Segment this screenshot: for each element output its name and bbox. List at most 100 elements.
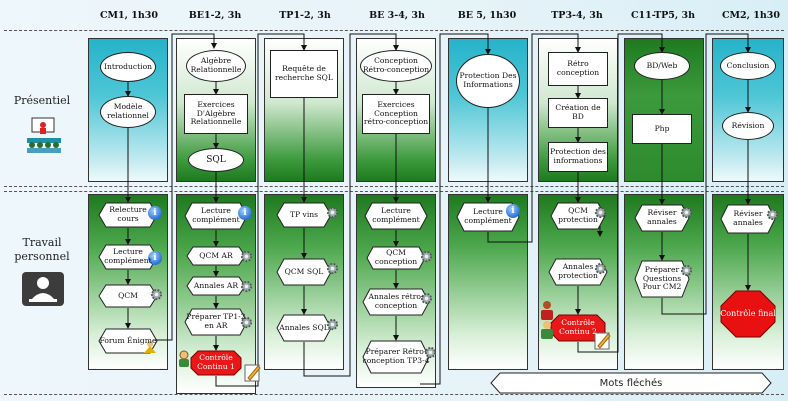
gear-icon	[420, 292, 433, 305]
gear-icon	[240, 250, 253, 263]
node-bd-web: BD/Web	[634, 52, 690, 80]
gear-icon	[420, 250, 433, 263]
node-conclusion: Conclusion	[720, 52, 776, 80]
node-exercices-conception: Exercices Conception rétro-conception	[362, 94, 430, 134]
node-lecture-complement: Lecture complément	[364, 202, 428, 230]
node-creation-bd: Création de BD	[548, 98, 608, 128]
node-qcm-sql: QCM SQL	[276, 258, 332, 286]
node-label: QCM SQL	[284, 266, 324, 276]
node-relecture-cours: Relecture cours	[98, 202, 158, 228]
node-protection-informations: Protection Des Informations	[456, 54, 520, 108]
row-label-travail: Travail personnel	[14, 236, 70, 263]
node-controle-continu-1: Contrôle Continu 1	[190, 350, 242, 376]
column-title: BE1-2, 3h	[188, 10, 242, 21]
node-qcm-ar: QCM AR	[186, 246, 246, 266]
node-preparer-tp12: Préparer TP1-2 en AR	[184, 308, 248, 336]
column-title: C11-TP5, 3h	[630, 10, 696, 21]
node-label: QCM conception	[374, 248, 418, 266]
node-requete-sql: Requête de recherche SQL	[270, 50, 338, 98]
node-label: Annales AR	[193, 280, 239, 290]
node-annales-ar: Annales AR	[186, 276, 246, 296]
people-icon	[144, 341, 156, 353]
column-title: BE 5, 1h30	[457, 10, 517, 21]
node-php: Php	[632, 114, 692, 144]
info-icon[interactable]: i	[148, 206, 162, 220]
gear-icon	[766, 208, 779, 221]
gear-icon	[326, 262, 339, 275]
node-label: Contrôle Continu 2	[559, 318, 597, 336]
row-divider	[4, 30, 784, 31]
mots-fleches-banner[interactable]: Mots fléchés	[490, 372, 772, 394]
pencil-icon	[244, 364, 261, 382]
banner-label: Mots fléchés	[599, 377, 663, 389]
node-label: Forum Énigme	[99, 335, 157, 345]
node-label: Annales SQL	[279, 322, 329, 332]
node-label: Contrôle Continu 1	[197, 353, 235, 371]
node-introduction: Introduction	[100, 52, 156, 82]
gear-icon	[326, 318, 339, 331]
column-title: CM2, 1h30	[721, 10, 781, 21]
node-retro-conception: Rétro conception	[548, 52, 608, 86]
gear-icon	[326, 206, 339, 219]
gear-icon	[240, 280, 253, 293]
node-label: Préparer Rétro-conception TP3-4	[362, 347, 430, 365]
gear-icon	[594, 206, 607, 219]
teacher-classroom-icon	[24, 116, 64, 154]
node-lecture-complement: Lecture complément	[456, 202, 520, 232]
node-reviser-annales: Réviser annales	[720, 204, 776, 234]
node-label: QCM	[118, 290, 138, 300]
node-exercices-algebre: Exercices D'Algèbre Relationnelle	[184, 94, 248, 134]
column-title: CM1, 1h30	[99, 10, 159, 21]
node-protection-des-informations: Protection des informations	[548, 142, 608, 172]
node-annales-sql: Annales SQL	[276, 314, 332, 342]
node-conception: Conception Rétro-conception	[360, 50, 432, 82]
gear-icon	[680, 264, 693, 277]
info-icon[interactable]: i	[238, 206, 252, 220]
node-tp-vins: TP vins	[276, 202, 332, 228]
node-label: Lecture complément	[192, 206, 240, 224]
node-label: Lecture complément	[372, 206, 420, 224]
info-icon[interactable]: i	[148, 251, 162, 265]
node-algebre-relationnelle: Algèbre Relationnelle	[186, 50, 246, 82]
row-label-presentiel: Présentiel	[13, 94, 71, 107]
node-label: Annales protection	[558, 262, 598, 280]
node-annales-protection: Annales protection	[548, 258, 608, 286]
info-icon[interactable]: i	[506, 204, 520, 218]
people-icon	[541, 301, 553, 339]
node-label: Préparer Questions Pour CM2	[642, 264, 682, 292]
node-label: QCM protection	[558, 206, 598, 224]
student-computer-icon	[22, 272, 64, 306]
node-reviser-annales: Réviser annales	[634, 204, 690, 232]
node-label: Relecture cours	[109, 205, 147, 223]
people-icon	[179, 350, 189, 367]
banner-shape	[490, 372, 772, 394]
row-divider	[4, 191, 784, 192]
row-divider	[4, 186, 784, 187]
node-annales-retro-conception: Annales rétro-conception	[362, 288, 430, 316]
node-label: Réviser annales	[733, 209, 763, 227]
node-qcm-conception: QCM conception	[366, 246, 426, 270]
gear-icon	[150, 288, 163, 301]
node-label: Lecture complément	[464, 207, 512, 225]
node-controle-final: Contrôle final	[720, 290, 776, 338]
node-qcm-protection: QCM protection	[550, 202, 606, 230]
node-label: Préparer TP1-2 en AR	[186, 312, 246, 330]
row-divider	[4, 394, 784, 395]
pencil-icon	[594, 332, 611, 350]
node-modele-relationnel: Modèle relationnel	[100, 96, 156, 128]
node-label: Réviser annales	[647, 208, 677, 226]
node-label: TP vins	[289, 209, 319, 219]
column-title: TP3-4, 3h	[551, 10, 603, 21]
gear-icon	[680, 206, 693, 219]
gear-icon	[424, 346, 437, 359]
node-label: QCM AR	[199, 250, 233, 260]
node-lecture-complement: Lecture complément	[184, 202, 248, 230]
node-label: Contrôle final	[720, 309, 776, 319]
column-title: BE 3-4, 3h	[369, 10, 425, 21]
node-label: Annales rétro-conception	[368, 292, 424, 310]
node-sql: SQL	[188, 148, 244, 172]
node-revision: Révision	[722, 112, 774, 140]
column-title: TP1-2, 3h	[279, 10, 331, 21]
node-qcm: QCM	[98, 284, 158, 308]
